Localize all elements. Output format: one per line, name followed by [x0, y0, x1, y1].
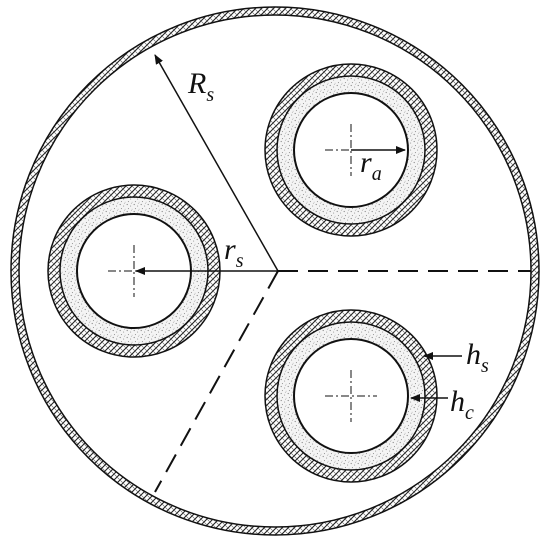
label-h-c: hc	[450, 385, 474, 424]
label-r-a: ra	[360, 146, 382, 185]
center-mark	[325, 370, 377, 422]
conductor-bore	[293, 338, 409, 454]
conductor-lower-right	[264, 309, 462, 483]
outer-radius-arrow	[154, 54, 279, 272]
divider-lower-left	[154, 270, 279, 493]
label-h-s: hs	[466, 338, 489, 377]
label-r-s: rs	[224, 233, 244, 272]
conductor-upper-right	[264, 63, 438, 237]
label-R-s: Rs	[187, 67, 214, 106]
conductor-left	[47, 184, 221, 358]
sector-dividers	[154, 270, 531, 493]
